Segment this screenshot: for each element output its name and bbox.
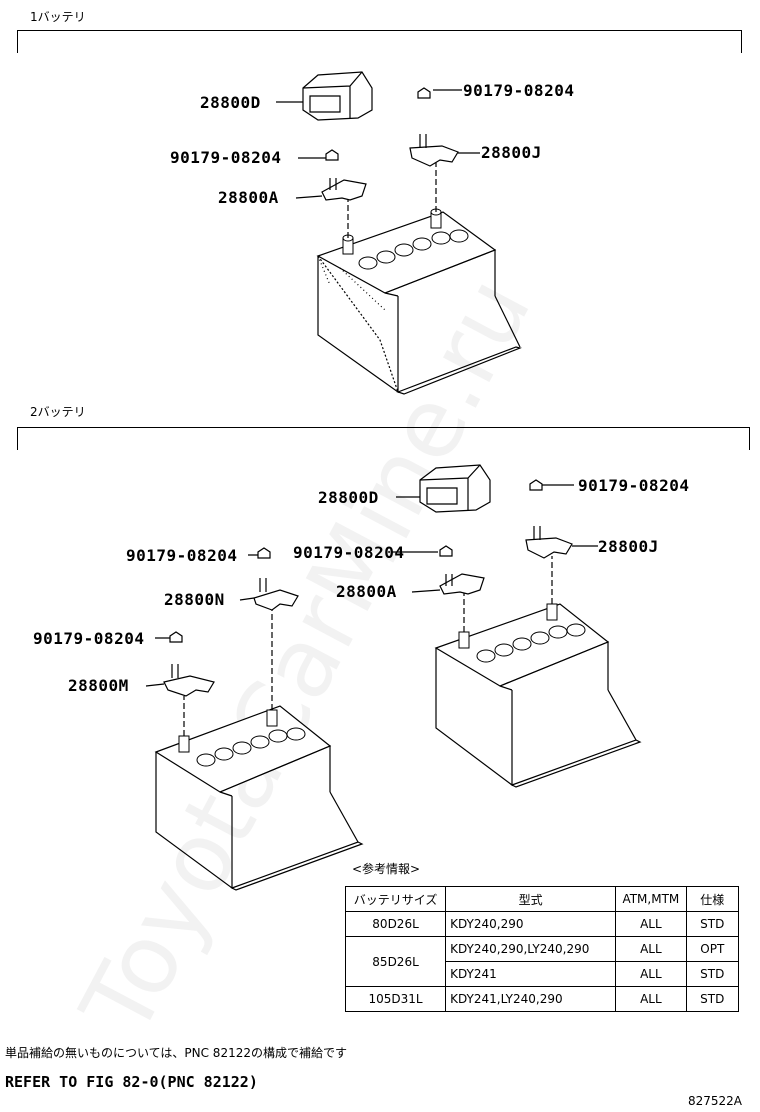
part-label-cover-2: 28800D: [318, 488, 379, 507]
terminal-j-1: [409, 87, 459, 167]
cell-transmission: ALL: [615, 961, 687, 987]
cell-size: 85D26L: [344, 936, 447, 987]
cell-transmission: ALL: [615, 936, 687, 962]
part-label-terminal-a-1: 28800A: [218, 188, 279, 207]
header-spec: 仕様: [685, 886, 740, 912]
terminal-n: [253, 547, 299, 611]
terminal-a-1: [321, 149, 367, 201]
cell-transmission: ALL: [615, 911, 687, 937]
terminal-a-2: [439, 545, 485, 595]
table-row: 105D31L KDY241,LY240,290 ALL STD: [344, 986, 740, 1012]
figure-code: 827522A: [688, 1094, 743, 1108]
reference-table: バッテリサイズ 型式 ATM,MTM 仕様 80D26L KDY240,290 …: [344, 886, 740, 1012]
cell-spec: STD: [685, 961, 740, 987]
cell-model: KDY241: [445, 961, 617, 987]
part-label-nut-left-1: 90179-08204: [170, 148, 282, 167]
terminal-j-2: [525, 479, 573, 559]
terminal-m: [163, 631, 215, 697]
cell-model: KDY240,290: [445, 911, 617, 937]
section1-label: 1バッテリ: [30, 10, 86, 24]
section2-bracket: [17, 427, 750, 450]
cell-spec: STD: [685, 911, 740, 937]
part-label-nut-left-2: 90179-08204: [126, 546, 238, 565]
cover-2: [419, 464, 491, 513]
part-label-nut-top-1: 90179-08204: [463, 81, 575, 100]
battery-2-right: [434, 556, 642, 788]
table-row: KDY241 ALL STD: [346, 961, 740, 987]
part-label-nut-left2-2: 90179-08204: [33, 629, 145, 648]
table-row: 85D26L KDY240,290,LY240,290 ALL OPT: [344, 936, 740, 987]
part-label-terminal-n: 28800N: [164, 590, 225, 609]
cell-transmission: ALL: [615, 986, 687, 1012]
part-label-nut-mid-2: 90179-08204: [293, 543, 405, 562]
header-model: 型式: [445, 886, 617, 912]
cell-size: 105D31L: [344, 986, 447, 1012]
section1-bracket: [17, 30, 742, 53]
battery-1: [316, 162, 522, 395]
cell-size: 80D26L: [344, 911, 447, 937]
part-label-terminal-j-2: 28800J: [598, 537, 659, 556]
part-label-terminal-m: 28800M: [68, 676, 129, 695]
part-label-terminal-a-2: 28800A: [336, 582, 397, 601]
header-battery-size: バッテリサイズ: [344, 886, 447, 912]
section2-label: 2バッテリ: [30, 405, 86, 419]
cell-model: KDY241,LY240,290: [445, 986, 617, 1012]
refer-to-figure: REFER TO FIG 82-0(PNC 82122): [5, 1073, 258, 1091]
cover-1: [302, 71, 373, 121]
reference-caption: <参考情報>: [352, 862, 421, 876]
part-label-terminal-j-1: 28800J: [481, 143, 542, 162]
cell-spec: STD: [685, 986, 740, 1012]
part-label-nut-right-2: 90179-08204: [578, 476, 690, 495]
part-label-cover-1: 28800D: [200, 93, 261, 112]
cell-model: KDY240,290,LY240,290: [445, 936, 617, 962]
table-row: 80D26L KDY240,290 ALL STD: [344, 911, 740, 937]
reference-header-row: バッテリサイズ 型式 ATM,MTM 仕様: [344, 886, 740, 912]
supply-note: 単品補給の無いものについては、PNC 82122の構成で補給です: [5, 1046, 347, 1060]
header-transmission: ATM,MTM: [615, 886, 687, 912]
cell-spec: OPT: [685, 936, 740, 962]
battery-2-left: [154, 608, 364, 891]
